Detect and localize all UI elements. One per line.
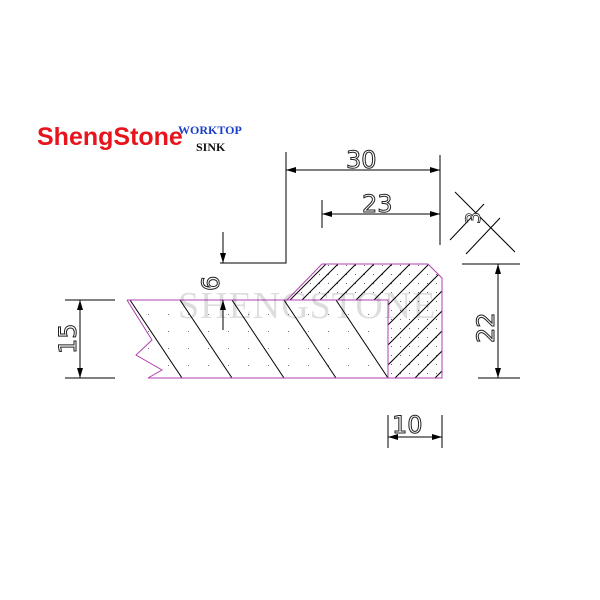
dimension-30: 30 [346,146,377,174]
dimension-15: 15 [54,323,82,354]
dimension-3: 3 [462,212,485,224]
dimension-22: 22 [472,312,500,343]
dimension-6: 6 [197,276,225,291]
dimension-lines [65,152,520,448]
dimension-23: 23 [362,190,393,218]
logo: ShengStone WORKTOP SINK [37,123,242,154]
logo-sink: SINK [196,140,226,154]
dimension-10: 10 [392,411,423,439]
logo-brand: ShengStone [37,123,183,151]
worktop-slab [126,299,389,379]
logo-worktop: WORKTOP [178,123,242,137]
